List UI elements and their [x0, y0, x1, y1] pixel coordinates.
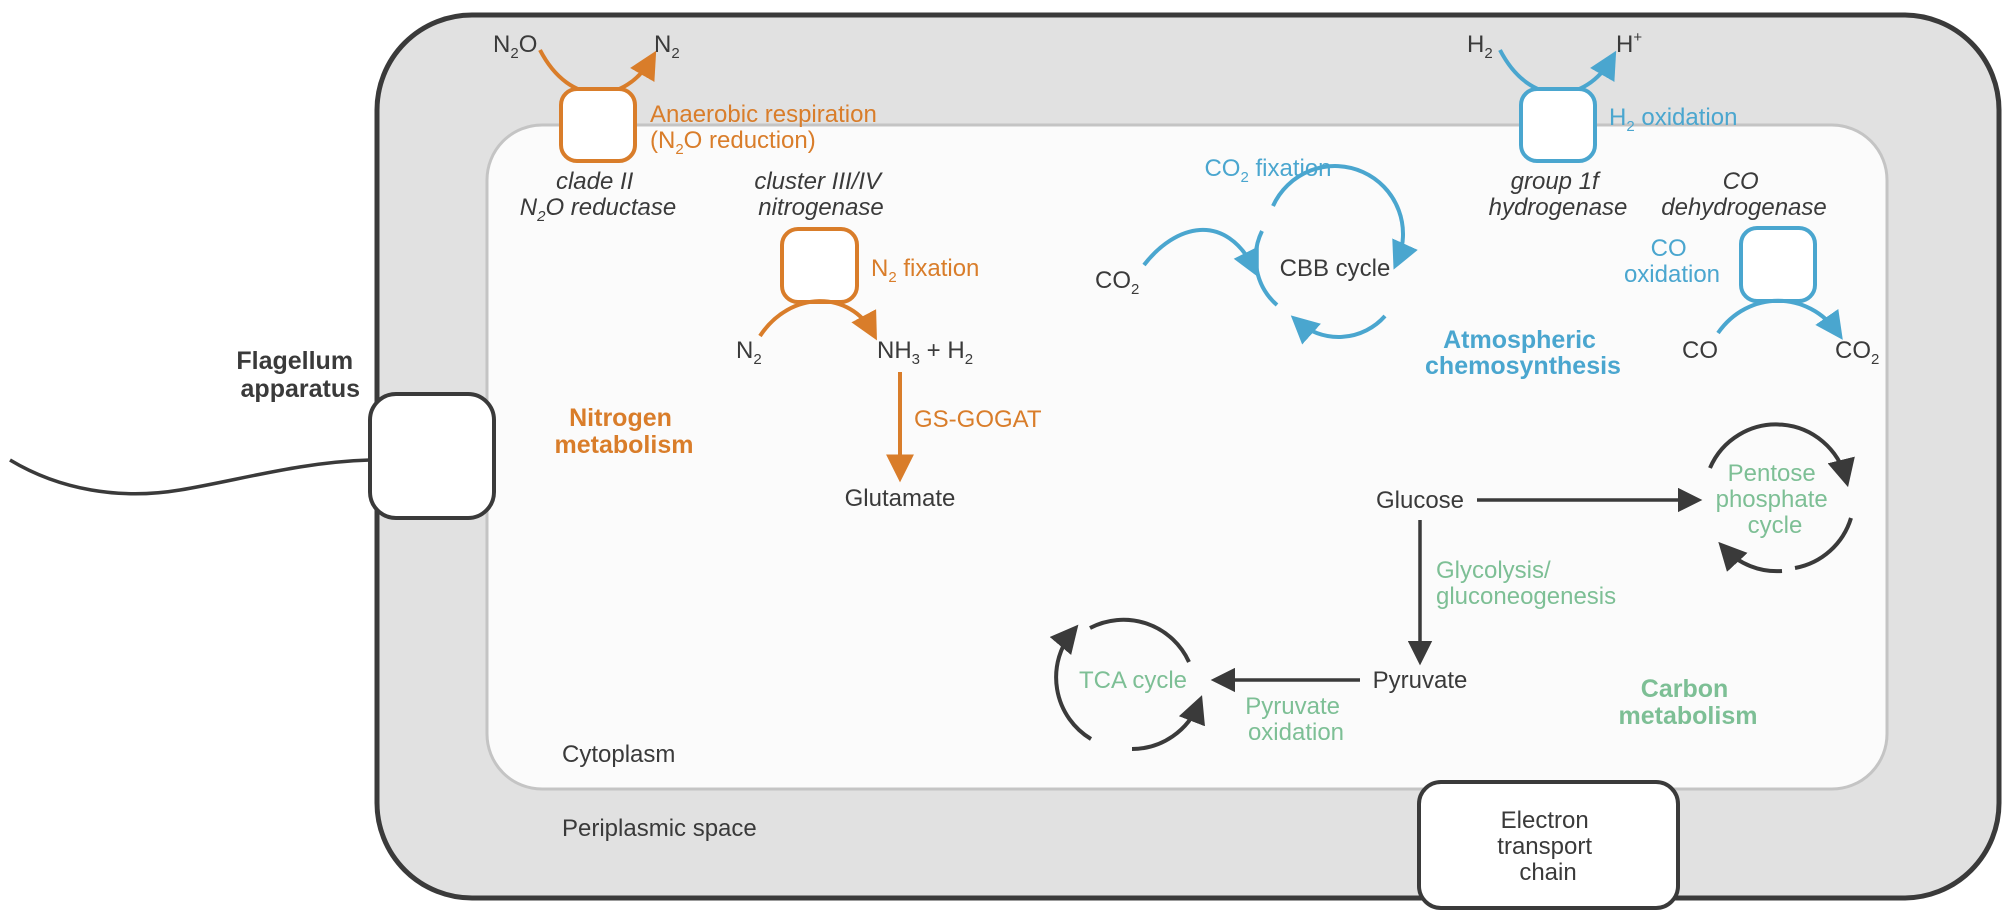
cbb-cycle-arc-bottom: [1290, 314, 1387, 345]
ppp-cycle-arc-bottom: [1718, 541, 1783, 574]
pyruvate-oxidation-line2: oxidation: [1248, 719, 1344, 746]
glycolysis-line2: gluconeogenesis: [1436, 583, 1616, 610]
anaerobic-respiration-line2: (N2O reduction): [650, 127, 816, 158]
co2-substrate-label: CO2: [1095, 267, 1139, 298]
flagellum-label-line2: apparatus: [241, 375, 360, 403]
n2-substrate-label: N2: [736, 337, 762, 368]
nitrogenase-enzyme-label: cluster III/IV nitrogenase: [754, 168, 887, 221]
hydrogenase-line1: group 1f: [1511, 168, 1601, 195]
tca-cycle-label: TCA cycle: [1079, 667, 1187, 694]
flagellum-motor-box: [368, 392, 496, 520]
n2-fixation-label: N2 fixation: [871, 255, 979, 286]
co-dehydrogenase-line2: dehydrogenase: [1661, 194, 1826, 221]
ppp-line1: Pentose: [1728, 460, 1816, 487]
co-oxidation-line1: CO: [1651, 235, 1687, 262]
flagellum-label-line1: Flagellum: [236, 347, 353, 375]
periplasm-label: Periplasmic space: [562, 815, 757, 842]
etc-label-line3: chain: [1519, 859, 1576, 886]
atmospheric-heading-line1: Atmospheric: [1443, 326, 1596, 354]
carbon-heading-line1: Carbon: [1641, 675, 1729, 703]
etc-label: Electron transport chain: [1497, 807, 1598, 886]
n2o-reductase-line2: N2O reductase: [520, 194, 676, 225]
tca-cycle-arc-top: [1089, 617, 1191, 663]
tca-cycle-arc-right: [1131, 695, 1205, 751]
nitrogen-heading-line1: Nitrogen: [569, 404, 672, 432]
co2-fixation-label: CO2 fixation: [1204, 155, 1331, 186]
flagellum-tail: [9, 458, 371, 496]
cytoplasm-label: Cytoplasm: [562, 741, 675, 768]
co-dehydrogenase-line1: CO: [1723, 168, 1759, 195]
glutamate-label: Glutamate: [845, 485, 956, 512]
n2o-substrate-label: N2O: [493, 31, 537, 62]
pyruvate-oxidation-line1: Pyruvate: [1245, 693, 1340, 720]
co-substrate-label: CO: [1682, 337, 1718, 364]
etc-label-line1: Electron: [1501, 807, 1589, 834]
flagellum-label: Flagellum apparatus: [236, 347, 360, 403]
ppp-line2: phosphate: [1716, 486, 1828, 513]
co-oxidation-arrow: [1716, 298, 1843, 340]
h-plus-product-label: H+: [1616, 29, 1642, 58]
n2o-reductase-line1: clade II: [556, 168, 634, 195]
hydrogenase-enzyme-label: group 1f hydrogenase: [1489, 168, 1628, 221]
n2-fixation-arrow: [758, 299, 877, 341]
hydrogenase-line2: hydrogenase: [1489, 194, 1628, 221]
nitrogenase-line2: nitrogenase: [758, 194, 883, 221]
pyruvate-label: Pyruvate: [1373, 667, 1468, 694]
co-oxidation-label: CO oxidation: [1624, 235, 1720, 288]
n2o-reductase-enzyme-label: clade II N2O reductase: [520, 168, 676, 225]
co-dehydrogenase-box: [1739, 226, 1817, 303]
hydrogenase-box: [1519, 87, 1597, 163]
co2-into-cbb-arrow: [1142, 228, 1259, 278]
anaerobic-respiration-line1: Anaerobic respiration: [650, 101, 877, 128]
nh3-h2-product-label: NH3 + H2: [877, 337, 973, 368]
carbon-heading-line2: metabolism: [1619, 702, 1758, 730]
anaerobic-respiration-label: Anaerobic respiration (N2O reduction): [650, 101, 883, 158]
h2-substrate-label: H2: [1467, 31, 1493, 62]
atmospheric-chemosynthesis-heading: Atmospheric chemosynthesis: [1425, 326, 1621, 380]
glucose-label: Glucose: [1376, 487, 1464, 514]
atmospheric-heading-line2: chemosynthesis: [1425, 352, 1621, 380]
n2o-reductase-box: [559, 87, 637, 163]
tca-cycle-arc-left: [1049, 624, 1093, 741]
co-oxidation-line2: oxidation: [1624, 261, 1720, 288]
cbb-cycle-label: CBB cycle: [1280, 255, 1391, 282]
glycolysis-label: Glycolysis/ gluconeogenesis: [1436, 557, 1616, 610]
glycolysis-line1: Glycolysis/: [1436, 557, 1551, 584]
nitrogen-metabolism-heading: Nitrogen metabolism: [555, 404, 694, 459]
nitrogenase-box: [780, 227, 859, 304]
co2-product-label: CO2: [1835, 337, 1879, 368]
etc-label-line2: transport: [1497, 833, 1592, 860]
n2-product-label-top: N2: [654, 31, 680, 62]
pentose-phosphate-cycle-label: Pentose phosphate cycle: [1716, 460, 1835, 539]
etc-box: [1417, 780, 1680, 910]
carbon-metabolism-heading: Carbon metabolism: [1619, 675, 1758, 730]
cbb-cycle-arc-top: [1271, 164, 1418, 270]
h2-oxidation-label: H2 oxidation: [1609, 104, 1737, 135]
nitrogenase-line1: cluster III/IV: [754, 168, 883, 195]
ppp-line3: cycle: [1748, 512, 1803, 539]
gs-gogat-label: GS-GOGAT: [914, 406, 1042, 433]
ppp-cycle-arc-right: [1794, 517, 1853, 570]
pyruvate-oxidation-label: Pyruvate oxidation: [1245, 693, 1346, 746]
co-dehydrogenase-enzyme-label: CO dehydrogenase: [1661, 168, 1826, 221]
ppp-cycle-arc-top: [1708, 422, 1855, 488]
nitrogen-heading-line2: metabolism: [555, 431, 694, 459]
